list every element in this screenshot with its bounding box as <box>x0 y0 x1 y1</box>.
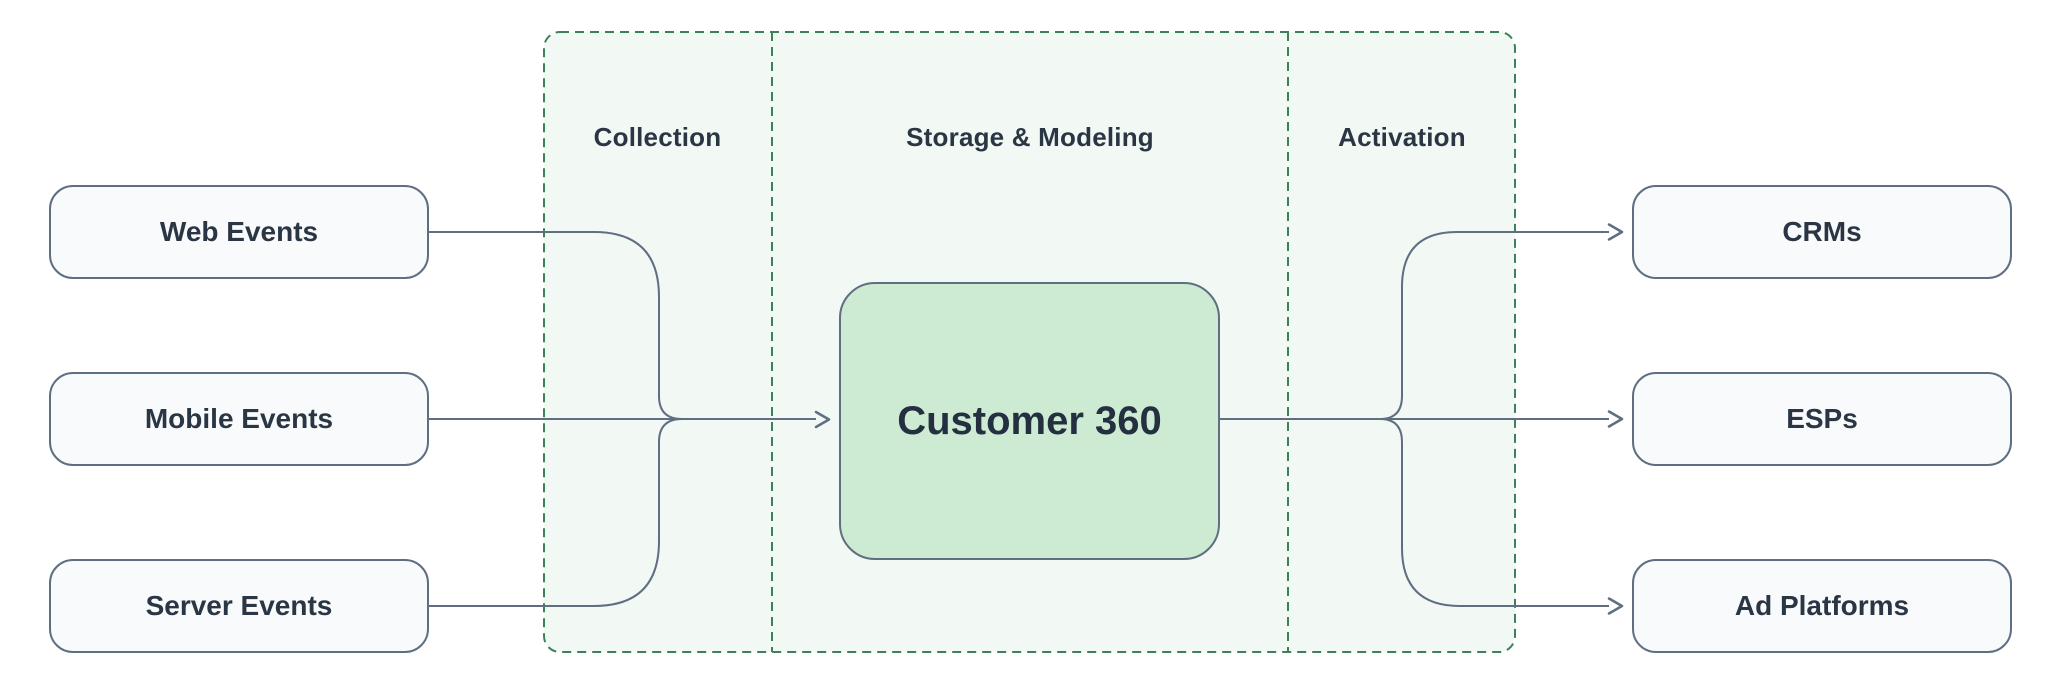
node-esps: ESPs <box>1632 372 2012 466</box>
arrowhead-into-crms <box>1607 223 1624 241</box>
zone-label-storage-modeling: Storage & Modeling <box>906 121 1154 152</box>
arrowhead-into-adplatforms <box>1607 597 1624 615</box>
connector-hub-to-crms <box>1220 231 1609 420</box>
node-server-events: Server Events <box>49 559 429 653</box>
node-web-events: Web Events <box>49 185 429 279</box>
arrowhead-into-esps <box>1607 410 1624 428</box>
node-customer-360: Customer 360 <box>839 282 1220 560</box>
arrowhead-into-hub <box>814 410 831 429</box>
node-ad-platforms: Ad Platforms <box>1632 559 2012 653</box>
connector-web-to-merge <box>429 231 683 420</box>
node-crms: CRMs <box>1632 185 2012 279</box>
node-mobile-events: Mobile Events <box>49 372 429 466</box>
connector-hub-to-adplatforms <box>1220 418 1609 607</box>
zone-label-collection: Collection <box>593 121 722 152</box>
connector-server-to-merge <box>429 418 683 607</box>
zone-label-activation: Activation <box>1338 121 1466 152</box>
